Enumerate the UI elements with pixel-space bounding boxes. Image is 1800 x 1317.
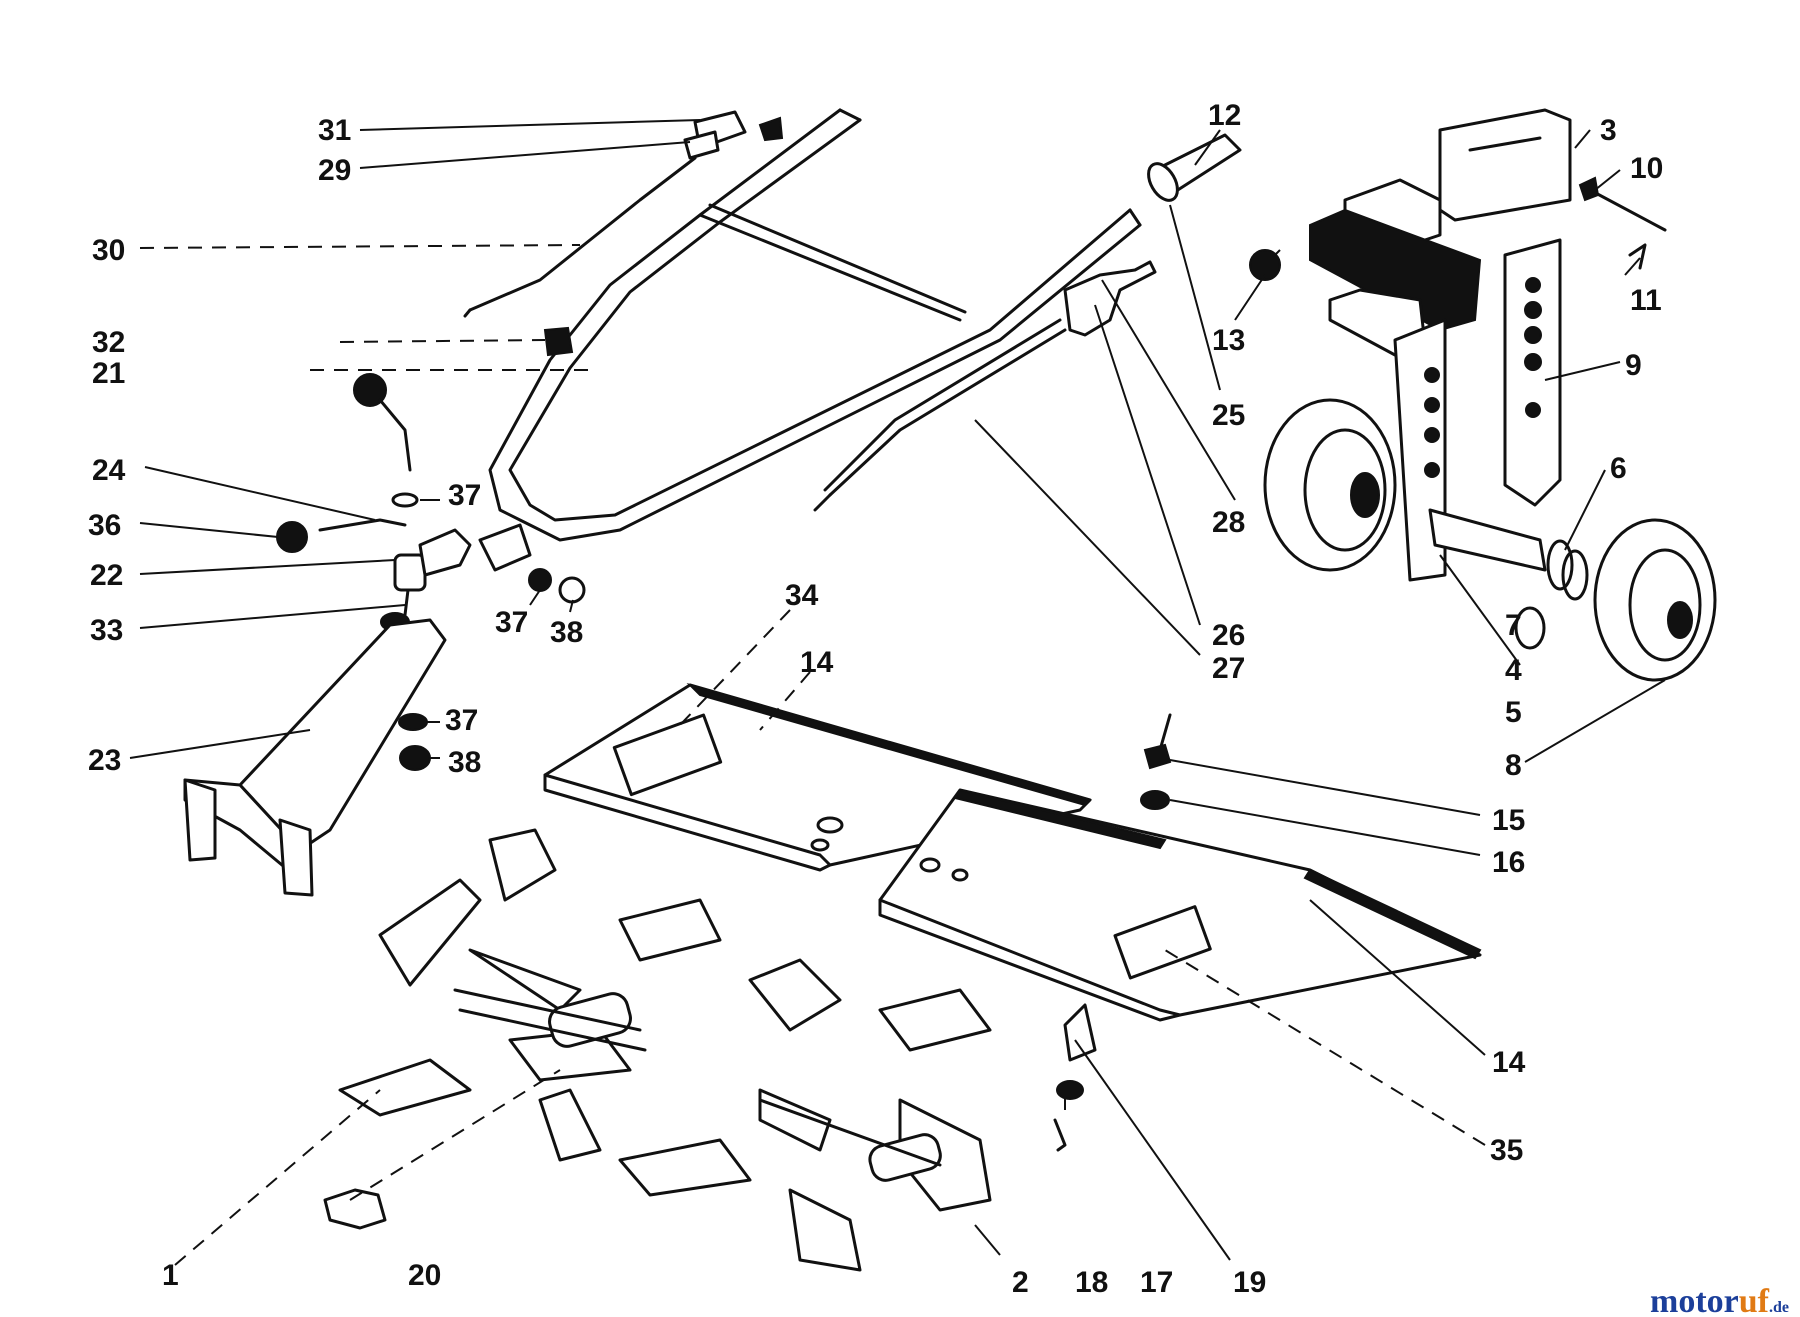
label-20: 20 xyxy=(408,1259,441,1292)
clutch-lever xyxy=(813,260,1157,512)
label-34: 34 xyxy=(785,579,819,612)
label-16: 16 xyxy=(1492,846,1525,879)
label-33: 33 xyxy=(90,614,123,647)
part-number-labels: 31 29 30 32 21 24 36 22 33 37 37 38 37 3… xyxy=(88,99,1663,1299)
label-23: 23 xyxy=(88,744,121,777)
handlebar-frame xyxy=(488,108,1142,542)
label-4: 4 xyxy=(1505,654,1522,687)
label-13: 13 xyxy=(1212,324,1245,357)
label-9: 9 xyxy=(1625,349,1642,382)
cable-clip xyxy=(543,326,574,357)
label-10: 10 xyxy=(1630,152,1663,185)
gear-bracket xyxy=(380,492,532,632)
label-19: 19 xyxy=(1233,1266,1266,1299)
label-18: 18 xyxy=(1075,1266,1108,1299)
label-37-shift: 37 xyxy=(448,479,481,512)
label-8: 8 xyxy=(1505,749,1522,782)
label-5: 5 xyxy=(1505,696,1522,729)
right-shield-plate xyxy=(878,788,1482,1022)
shift-lever xyxy=(276,373,412,553)
label-37-frame: 37 xyxy=(495,606,528,639)
svg-text:motoruf.de: motoruf.de xyxy=(1650,1283,1789,1317)
leader-lines xyxy=(129,119,1666,1266)
label-38-carrier: 38 xyxy=(448,746,481,779)
wheel-axle-assembly xyxy=(1263,398,1717,682)
label-14-right: 14 xyxy=(1492,1046,1526,1079)
label-7: 7 xyxy=(1505,609,1522,642)
label-15: 15 xyxy=(1492,804,1525,837)
label-22: 22 xyxy=(90,559,123,592)
label-30: 30 xyxy=(92,234,125,267)
left-tine-assembly xyxy=(338,828,722,1162)
watermark-uf: uf xyxy=(1739,1283,1770,1317)
throttle-lever xyxy=(683,110,784,160)
label-37-carrier: 37 xyxy=(445,704,478,737)
label-14-left: 14 xyxy=(800,646,834,679)
throttle-cable xyxy=(463,156,697,318)
label-11: 11 xyxy=(1630,284,1662,317)
label-24: 24 xyxy=(92,454,126,487)
hand-grip xyxy=(1147,133,1242,202)
label-12: 12 xyxy=(1208,99,1241,132)
label-29: 29 xyxy=(318,154,351,187)
label-17: 17 xyxy=(1140,1266,1173,1299)
right-tine-assembly xyxy=(618,958,992,1272)
label-27: 27 xyxy=(1212,652,1245,685)
washer-nut-pair-lower xyxy=(398,713,431,771)
label-38-frame: 38 xyxy=(550,616,583,649)
label-26: 26 xyxy=(1212,619,1245,652)
label-25: 25 xyxy=(1212,399,1245,432)
label-35: 35 xyxy=(1490,1134,1523,1167)
label-6: 6 xyxy=(1610,452,1627,485)
label-36: 36 xyxy=(88,509,121,542)
label-21: 21 xyxy=(92,357,125,390)
watermark-suffix: .de xyxy=(1769,1299,1789,1316)
label-31: 31 xyxy=(318,114,351,147)
label-28: 28 xyxy=(1212,506,1245,539)
tine-carrier xyxy=(183,618,447,897)
watermark-motor: motor xyxy=(1650,1283,1739,1317)
label-2: 2 xyxy=(1012,1266,1029,1299)
small-fasteners xyxy=(323,713,1172,1230)
washer-nut-pair-upper xyxy=(528,568,586,604)
watermark-logo: motoruf.de xyxy=(1650,1283,1789,1317)
label-1: 1 xyxy=(162,1259,179,1292)
label-32: 32 xyxy=(92,326,125,359)
label-3: 3 xyxy=(1600,114,1617,147)
